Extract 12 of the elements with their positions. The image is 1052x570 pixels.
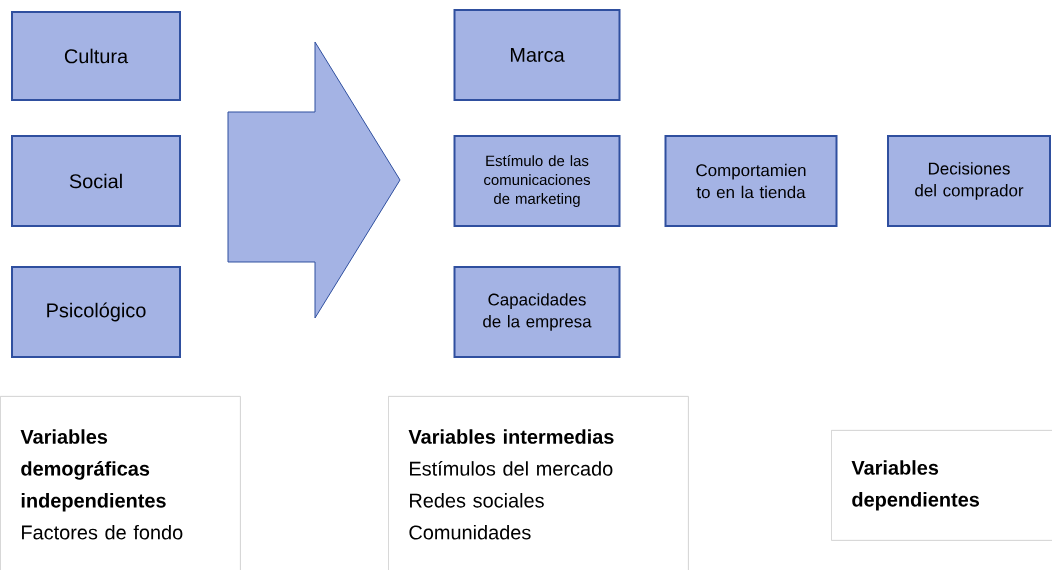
process-box: Cultura <box>11 11 181 101</box>
block-arrow <box>227 41 401 319</box>
text-box: Variables demográficas independientes Factores de fondo <box>0 396 241 570</box>
process-box: Social <box>11 135 181 227</box>
text-box: Variables intermedias Estímulos del mercado Redes sociales Comunidades <box>388 396 689 570</box>
process-box: Marca <box>453 9 621 101</box>
process-box: Capacidades de la empresa <box>453 266 621 358</box>
process-box: Psicológico <box>11 266 181 358</box>
process-box: Decisiones del comprador <box>887 135 1051 227</box>
text-box: Variables dependientes <box>831 430 1052 541</box>
process-box: Comportamien to en la tienda <box>664 135 838 227</box>
process-box: Estímulo de las comunicaciones de marketing <box>453 135 621 227</box>
